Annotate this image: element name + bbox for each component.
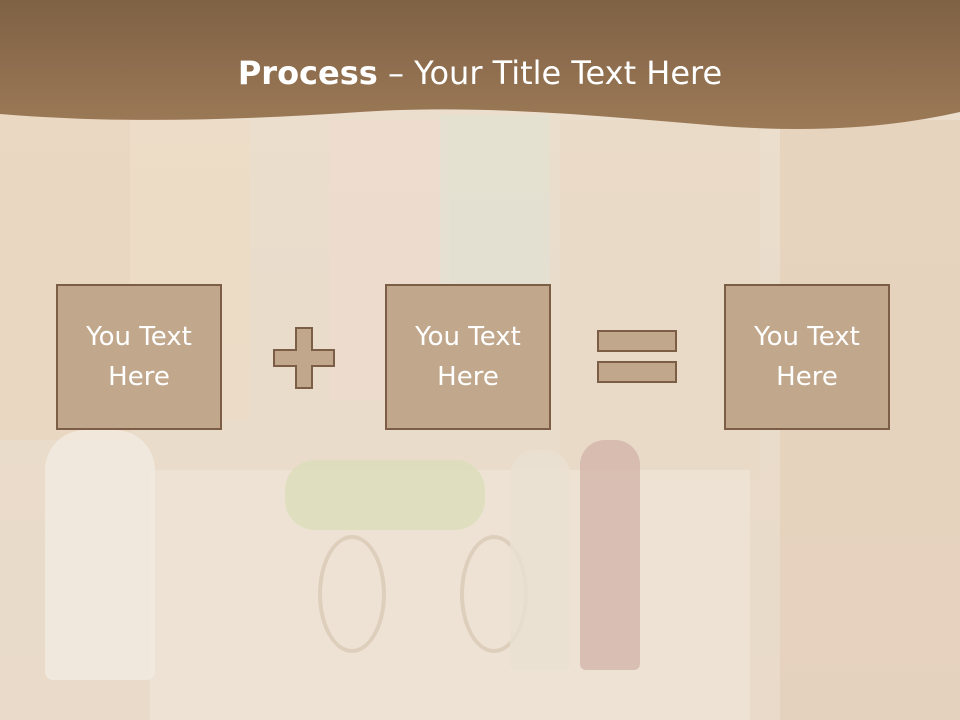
process-box-1-label: You Text Here — [86, 322, 192, 392]
process-box-2[interactable]: You Text Here — [385, 284, 551, 430]
process-box-3-label: You Text Here — [754, 322, 860, 392]
process-box-3[interactable]: You Text Here — [724, 284, 890, 430]
title-bold: Process — [237, 54, 378, 92]
slide-title: Process – Your Title Text Here — [0, 54, 960, 92]
title-rest: – Your Title Text Here — [377, 54, 723, 92]
process-box-1[interactable]: You Text Here — [56, 284, 222, 430]
process-box-2-label: You Text Here — [415, 322, 521, 392]
plus-icon — [273, 327, 335, 389]
title-banner: Process – Your Title Text Here — [0, 0, 960, 140]
equals-icon — [597, 330, 677, 383]
